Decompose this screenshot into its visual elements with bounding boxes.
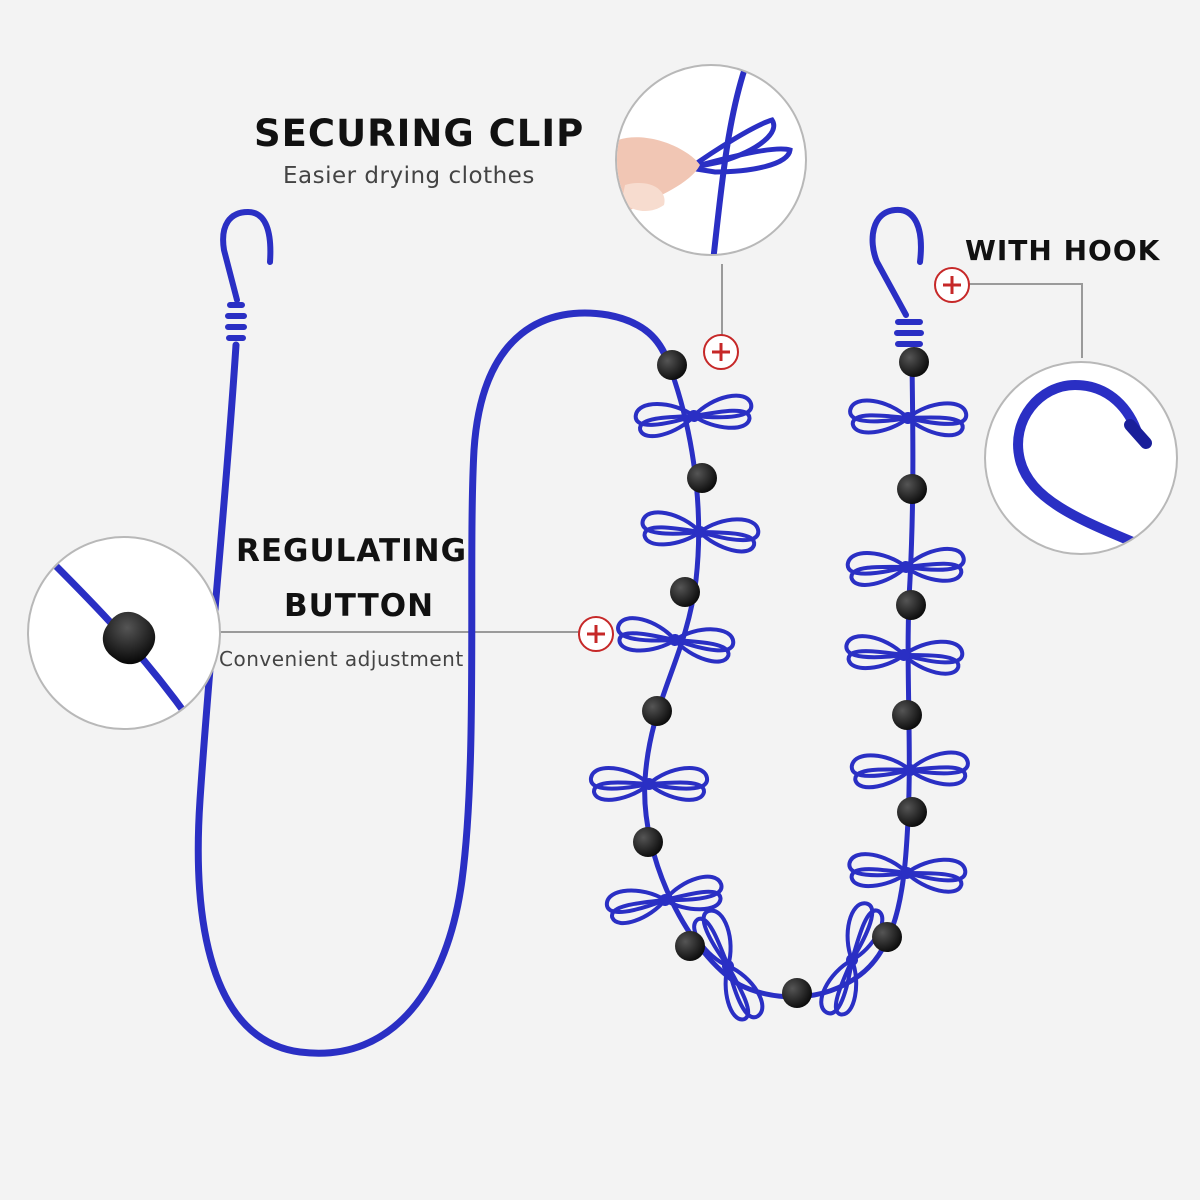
bead-icon [642, 696, 672, 726]
bead-icon [897, 474, 927, 504]
securing-clip-title: SECURING CLIP [254, 112, 585, 155]
zoom-circle-hook [984, 361, 1178, 555]
bead-icon [872, 922, 902, 952]
leader-lines [218, 264, 1083, 633]
left-hook-rope [194, 208, 672, 1057]
bead-icon [897, 797, 927, 827]
plus-marker-icon [578, 616, 614, 652]
bead-icon [892, 700, 922, 730]
regulating-button-title-line2: BUTTON [284, 588, 435, 624]
securing-clip-subtitle: Easier drying clothes [283, 163, 535, 189]
clip-icon [632, 391, 756, 440]
hook-icon [1013, 379, 1145, 550]
zoom-circle-securing-clip [615, 64, 807, 256]
with-hook-title: WITH HOOK [965, 234, 1161, 267]
bead-icon [896, 590, 926, 620]
regulating-button-subtitle: Convenient adjustment [219, 647, 464, 671]
clip-icon [842, 632, 966, 677]
plus-marker-icon [934, 267, 970, 303]
plus-marker-icon [703, 334, 739, 370]
bead-icon [675, 931, 705, 961]
clip-icon [588, 765, 710, 802]
plus-markers [578, 267, 970, 652]
clip-icon [847, 548, 965, 586]
bead-icon [687, 463, 717, 493]
adjuster-beads [633, 347, 929, 1008]
bead-icon [657, 350, 687, 380]
zoom-circle-regulating-button [27, 536, 221, 730]
clip-icon [849, 400, 966, 436]
regulating-button-title-line1: REGULATING [236, 533, 468, 569]
bead-icon [782, 978, 812, 1008]
bead-icon [633, 827, 663, 857]
clip-icon [687, 904, 770, 1028]
bead-icon [899, 347, 929, 377]
bead-icon [670, 577, 700, 607]
